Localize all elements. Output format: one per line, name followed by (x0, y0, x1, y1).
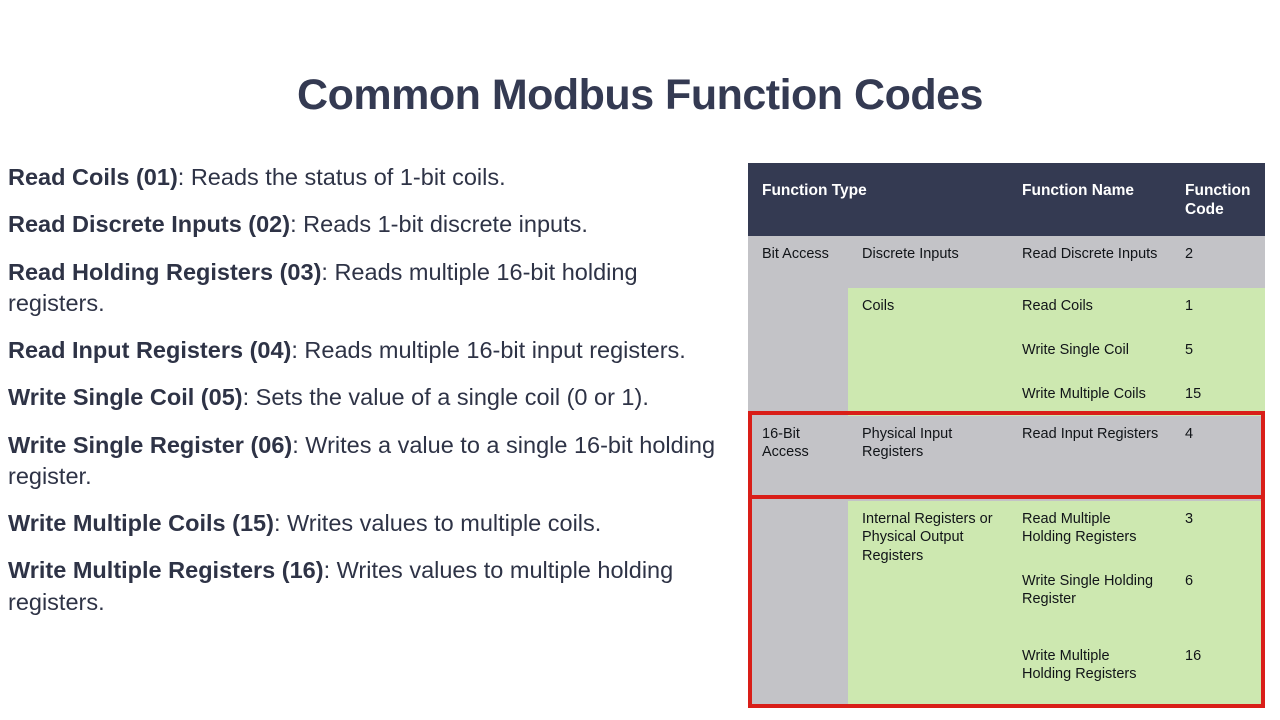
cell-function-code: 3 (1171, 500, 1266, 563)
list-item: Write Single Register (06): Writes a val… (8, 430, 734, 493)
cell-function-code: 2 (1171, 235, 1266, 288)
table-row: 16-Bit Access Physical Input Registers R… (748, 415, 1266, 708)
cell-function-name: Read Input Registers (1008, 415, 1172, 501)
table-header-row: Function Type Function Name Function Cod… (748, 163, 1266, 236)
table-body: Bit Access Discrete Inputs Read Discrete… (748, 235, 1266, 708)
cell-sub-type: Coils (848, 287, 1009, 416)
list-item-desc: : Reads multiple 16-bit holding register… (8, 258, 638, 316)
list-item-desc: : Reads the status of 1-bit coils. (177, 164, 506, 190)
column-header-function-code: Function Code (1171, 163, 1266, 236)
table-row: Write Multiple Holding Registers 16 (748, 637, 1266, 708)
list-item-term: Write Multiple Registers (16) (8, 557, 324, 584)
list-item-term: Read Holding Registers (03) (8, 258, 322, 285)
column-header-function-name: Function Name (1008, 163, 1172, 236)
cell-function-name: Read Discrete Inputs (1008, 235, 1172, 288)
cell-function-name: Write Multiple Holding Registers (1008, 637, 1172, 708)
list-item-term: Write Multiple Coils (15) (8, 510, 274, 536)
cell-function-type: 16-Bit Access (748, 415, 848, 708)
cell-function-code: 4 (1171, 415, 1266, 501)
cell-sub-type: Discrete Inputs (848, 235, 1009, 288)
table-row: Write Single Holding Register 6 (748, 562, 1266, 638)
table-row: Bit Access Discrete Inputs Read Discrete… (748, 235, 1266, 416)
cell-function-type: Bit Access (748, 235, 848, 416)
cell-sub-type: Internal Registers or Physical Output Re… (848, 500, 1009, 708)
cell-function-name: Write Single Coil (1008, 331, 1172, 376)
table-header: Function Type Function Name Function Cod… (748, 163, 1266, 236)
list-item: Read Discrete Inputs (02): Reads 1-bit d… (8, 209, 734, 240)
list-item-term: Read Discrete Inputs (02) (8, 211, 291, 238)
list-item: Write Multiple Registers (16): Writes va… (8, 555, 734, 618)
cell-function-name: Write Multiple Coils (1008, 375, 1172, 416)
list-item: Read Input Registers (04): Reads multipl… (8, 335, 734, 366)
list-item-term: Write Single Coil (05) (8, 384, 243, 411)
list-item: Write Multiple Coils (15): Writes values… (8, 508, 734, 539)
cell-sub-type: Physical Input Registers (848, 415, 1009, 501)
list-item-desc: : Reads multiple 16-bit input registers. (291, 337, 686, 363)
list-item-term: Write Single Register (06) (8, 431, 293, 458)
page-title: Common Modbus Function Codes (297, 71, 983, 119)
table-row: Coils Read Coils 1 (748, 287, 1266, 416)
table-row: Write Multiple Coils 15 (748, 375, 1266, 416)
cell-function-name: Read Coils (1008, 287, 1172, 332)
list-item: Write Single Coil (05): Sets the value o… (8, 382, 734, 413)
list-item-desc: : Reads 1-bit discrete inputs. (290, 211, 588, 238)
cell-function-code: 15 (1171, 375, 1266, 416)
table-row: Write Single Coil 5 (748, 331, 1266, 376)
list-item-term: Read Input Registers (04) (8, 337, 292, 363)
table-row: Internal Registers or Physical Output Re… (748, 500, 1266, 708)
list-item: Read Coils (01): Reads the status of 1-b… (8, 162, 734, 193)
cell-function-name: Read Multiple Holding Registers (1008, 500, 1172, 563)
cell-function-name: Write Single Holding Register (1008, 562, 1172, 638)
list-item: Read Holding Registers (03): Reads multi… (8, 257, 734, 320)
list-item-desc: : Writes values to multiple holding regi… (8, 557, 674, 615)
list-item-term: Read Coils (01) (8, 164, 178, 190)
function-code-table: Function Type Function Name Function Cod… (748, 163, 1266, 708)
column-header-function-type: Function Type (748, 163, 1009, 236)
cell-function-code: 16 (1171, 637, 1266, 708)
list-item-desc: : Sets the value of a single coil (0 or … (242, 384, 649, 411)
cell-function-code: 5 (1171, 331, 1266, 376)
list-item-desc: : Writes values to multiple coils. (273, 510, 602, 536)
function-code-list: Read Coils (01): Reads the status of 1-b… (8, 162, 734, 618)
cell-function-code: 1 (1171, 287, 1266, 332)
modbus-function-table: Function Type Function Name Function Cod… (748, 163, 1266, 708)
list-item-desc: : Writes a value to a single 16-bit hold… (8, 431, 716, 489)
cell-function-code: 6 (1171, 562, 1266, 638)
